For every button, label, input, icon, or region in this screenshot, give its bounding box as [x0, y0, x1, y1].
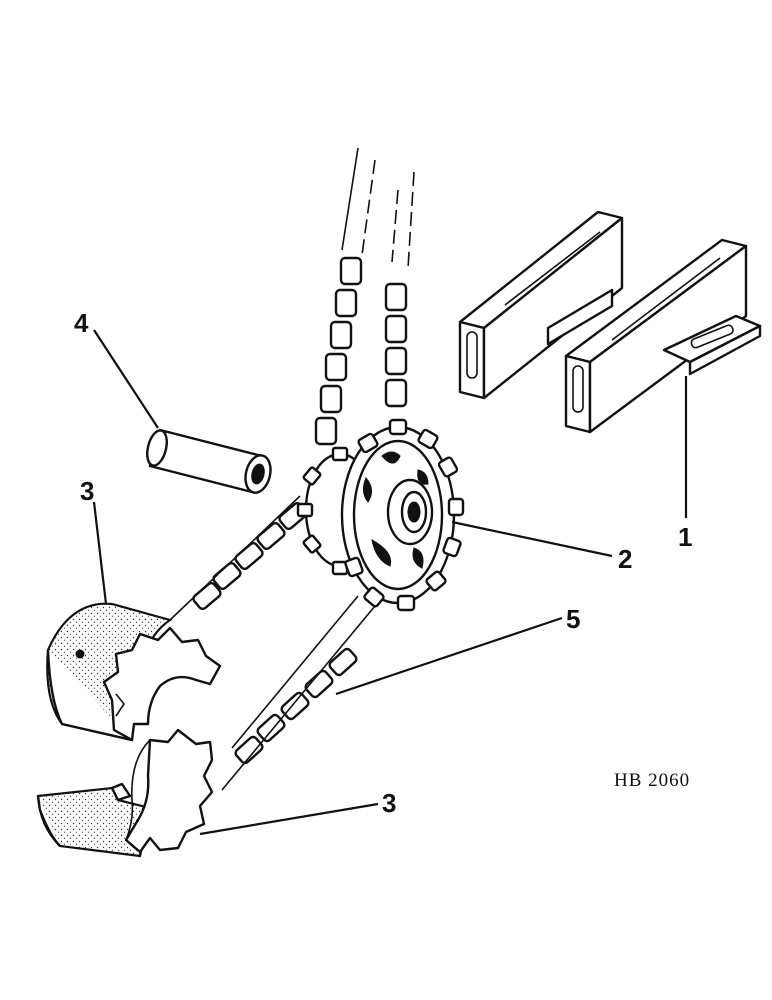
callout-3-lower: 3	[382, 788, 396, 818]
spacer-bushing	[146, 428, 272, 494]
leader-lines	[92, 329, 688, 836]
leader-2	[451, 520, 613, 558]
callout-4: 4	[74, 308, 89, 338]
callout-5: 5	[566, 604, 580, 634]
callout-3-upper: 3	[80, 476, 94, 506]
upper-chain-strands	[341, 147, 415, 269]
split-sprocket-lower	[36, 728, 214, 858]
drawing-number: HB 2060	[614, 770, 690, 791]
bracket-assembly	[458, 210, 762, 434]
leader-4	[93, 329, 159, 429]
leader-3b	[199, 802, 379, 836]
callout-2: 2	[618, 544, 632, 574]
roller-chain	[169, 256, 408, 791]
drive-sprocket	[296, 418, 465, 612]
leader-3a	[92, 501, 108, 605]
leader-5	[335, 616, 563, 696]
callout-1: 1	[678, 522, 692, 552]
split-sprocket-upper	[46, 602, 222, 742]
